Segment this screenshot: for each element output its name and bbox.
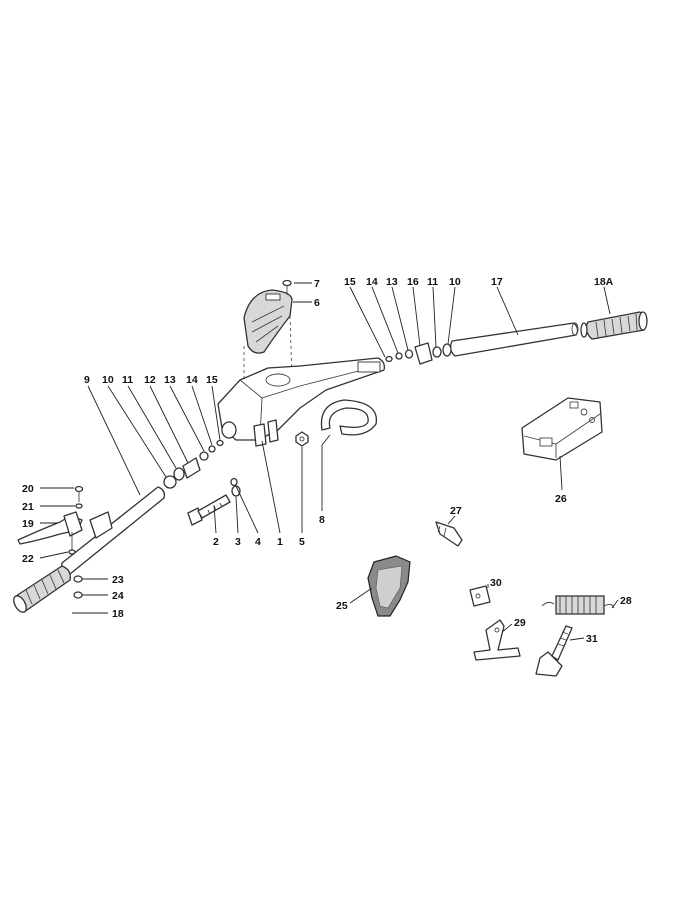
callout-18: 18 [112, 608, 124, 620]
callout-18a: 18A [594, 276, 614, 288]
callout-13-right: 13 [386, 276, 398, 288]
callout-12: 12 [144, 374, 156, 386]
part-21-washer [75, 503, 83, 509]
part-22-lever-pin [68, 532, 76, 555]
callout-10-left: 10 [102, 374, 114, 386]
callout-21: 21 [22, 501, 34, 513]
callout-10-right: 10 [449, 276, 461, 288]
callout-16: 16 [407, 276, 419, 288]
callout-3: 3 [235, 536, 241, 548]
part-9-handlebar-tube-left [61, 486, 166, 575]
part-27-sensor [435, 521, 463, 547]
part-6-fork-cover [243, 289, 293, 354]
callout-4: 4 [255, 536, 261, 548]
part-18a-grip-right [580, 311, 648, 340]
leader-lines [39, 282, 619, 641]
part-28-spring [541, 595, 615, 615]
callout-13-left: 13 [164, 374, 176, 386]
part-23-washer [73, 575, 83, 583]
part-31-stand-pin [535, 625, 573, 677]
part-17-handlebar-tube-right [449, 322, 579, 357]
callout-24: 24 [112, 590, 124, 602]
callout-15-left: 15 [206, 374, 218, 386]
callout-23: 23 [112, 574, 124, 586]
callout-5: 5 [299, 536, 305, 548]
part-24-washer [73, 591, 83, 599]
callout-20: 20 [22, 483, 34, 495]
callout-11-right: 11 [427, 276, 438, 288]
callout-22: 22 [22, 553, 34, 565]
part-25-pad [367, 555, 411, 617]
part-1-handlebar-body [217, 357, 386, 447]
callout-29: 29 [514, 617, 526, 629]
callout-14-left: 14 [186, 374, 198, 386]
callout-17: 17 [491, 276, 503, 288]
callout-26: 26 [555, 493, 567, 505]
callout-labels: 7 6 15 14 13 16 11 10 17 18A 9 10 11 12 … [22, 276, 632, 645]
callout-19: 19 [22, 518, 34, 530]
callout-6: 6 [314, 297, 320, 309]
callout-14-right: 14 [366, 276, 378, 288]
callout-31: 31 [586, 633, 598, 645]
part-5-nut [295, 431, 309, 447]
callout-1: 1 [277, 536, 283, 548]
part-26-switch-block [521, 397, 603, 461]
part-7-screw [282, 279, 292, 295]
part-8-cable-hoop [320, 399, 378, 436]
callout-7: 7 [314, 278, 320, 290]
part-2-bolt [187, 494, 231, 526]
callout-8: 8 [319, 514, 325, 526]
part-29-l-bracket [473, 619, 521, 661]
part-20-screw [74, 485, 84, 502]
part-4-washer [230, 477, 238, 487]
part-18-grip-left [13, 565, 71, 613]
part-19-brake-lever [17, 511, 83, 545]
callout-2: 2 [213, 536, 219, 548]
part-30-bracket [469, 585, 491, 607]
part-right-fasteners [385, 342, 452, 365]
callout-28: 28 [620, 595, 632, 607]
part-left-fasteners [163, 439, 224, 489]
callout-30: 30 [490, 577, 502, 589]
callout-11-left: 11 [122, 374, 133, 386]
callout-15-right: 15 [344, 276, 356, 288]
callout-25: 25 [336, 600, 348, 612]
callout-9: 9 [84, 374, 90, 386]
callout-27: 27 [450, 505, 462, 517]
